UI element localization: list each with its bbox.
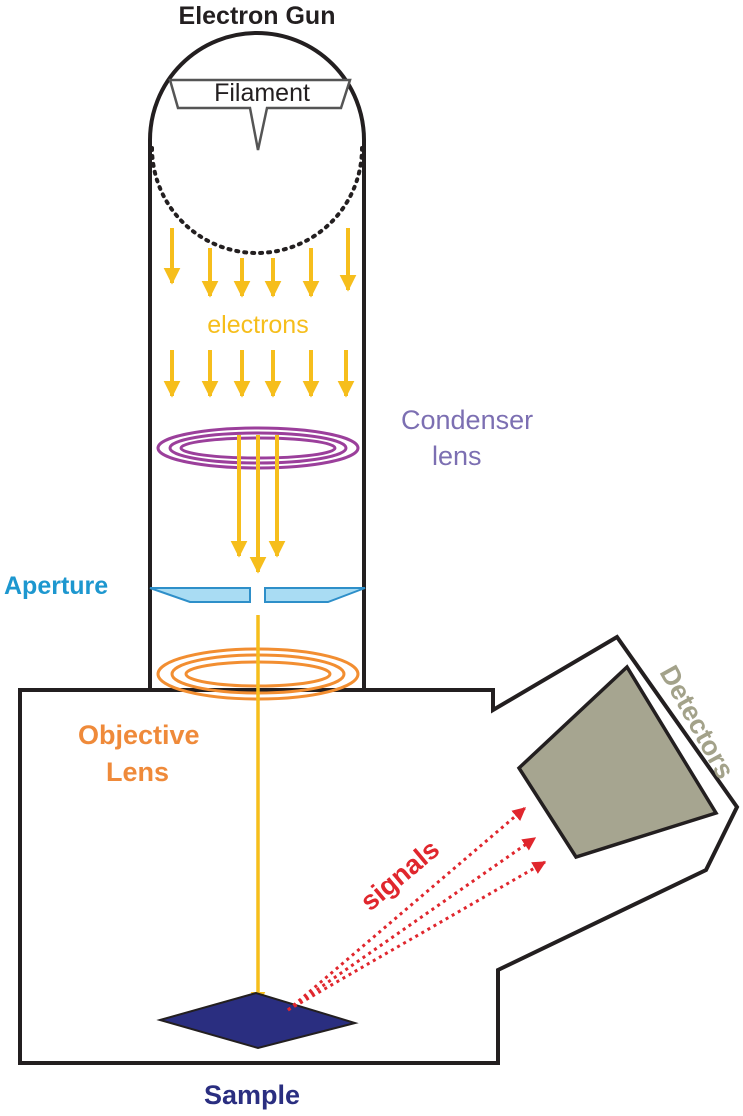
condensed-beam-arrows (230, 435, 286, 574)
signal-arrow (287, 836, 537, 1012)
sample-label: Sample (204, 1080, 300, 1110)
sample-shape (156, 991, 359, 1050)
detector-shape (516, 664, 719, 860)
filament-label: Filament (214, 79, 310, 107)
signal-arrows (287, 806, 547, 1012)
electron-arrows-lower (163, 350, 355, 398)
aperture-label: Aperture (4, 572, 108, 600)
signals-label: signals (355, 834, 446, 917)
objective-lens-label-line2: Lens (106, 757, 169, 787)
gun-dotted-arc (150, 146, 364, 255)
aperture-plate-right (264, 587, 366, 603)
aperture-plates (149, 587, 366, 603)
condenser-lens-label-line2: lens (432, 441, 482, 471)
electron-gun-label: Electron Gun (179, 2, 336, 30)
microscope-column-outline (18, 31, 740, 1065)
aperture-plate-left (149, 587, 251, 603)
filament-shape (168, 78, 352, 151)
electron-arrows-upper (163, 228, 357, 298)
condenser-lens-label-line1: Condenser (401, 405, 533, 435)
electrons-label: electrons (207, 311, 308, 339)
signal-arrow (287, 806, 527, 1012)
signal-arrow (287, 860, 547, 1012)
objective-lens-label-line1: Objective (78, 720, 200, 750)
